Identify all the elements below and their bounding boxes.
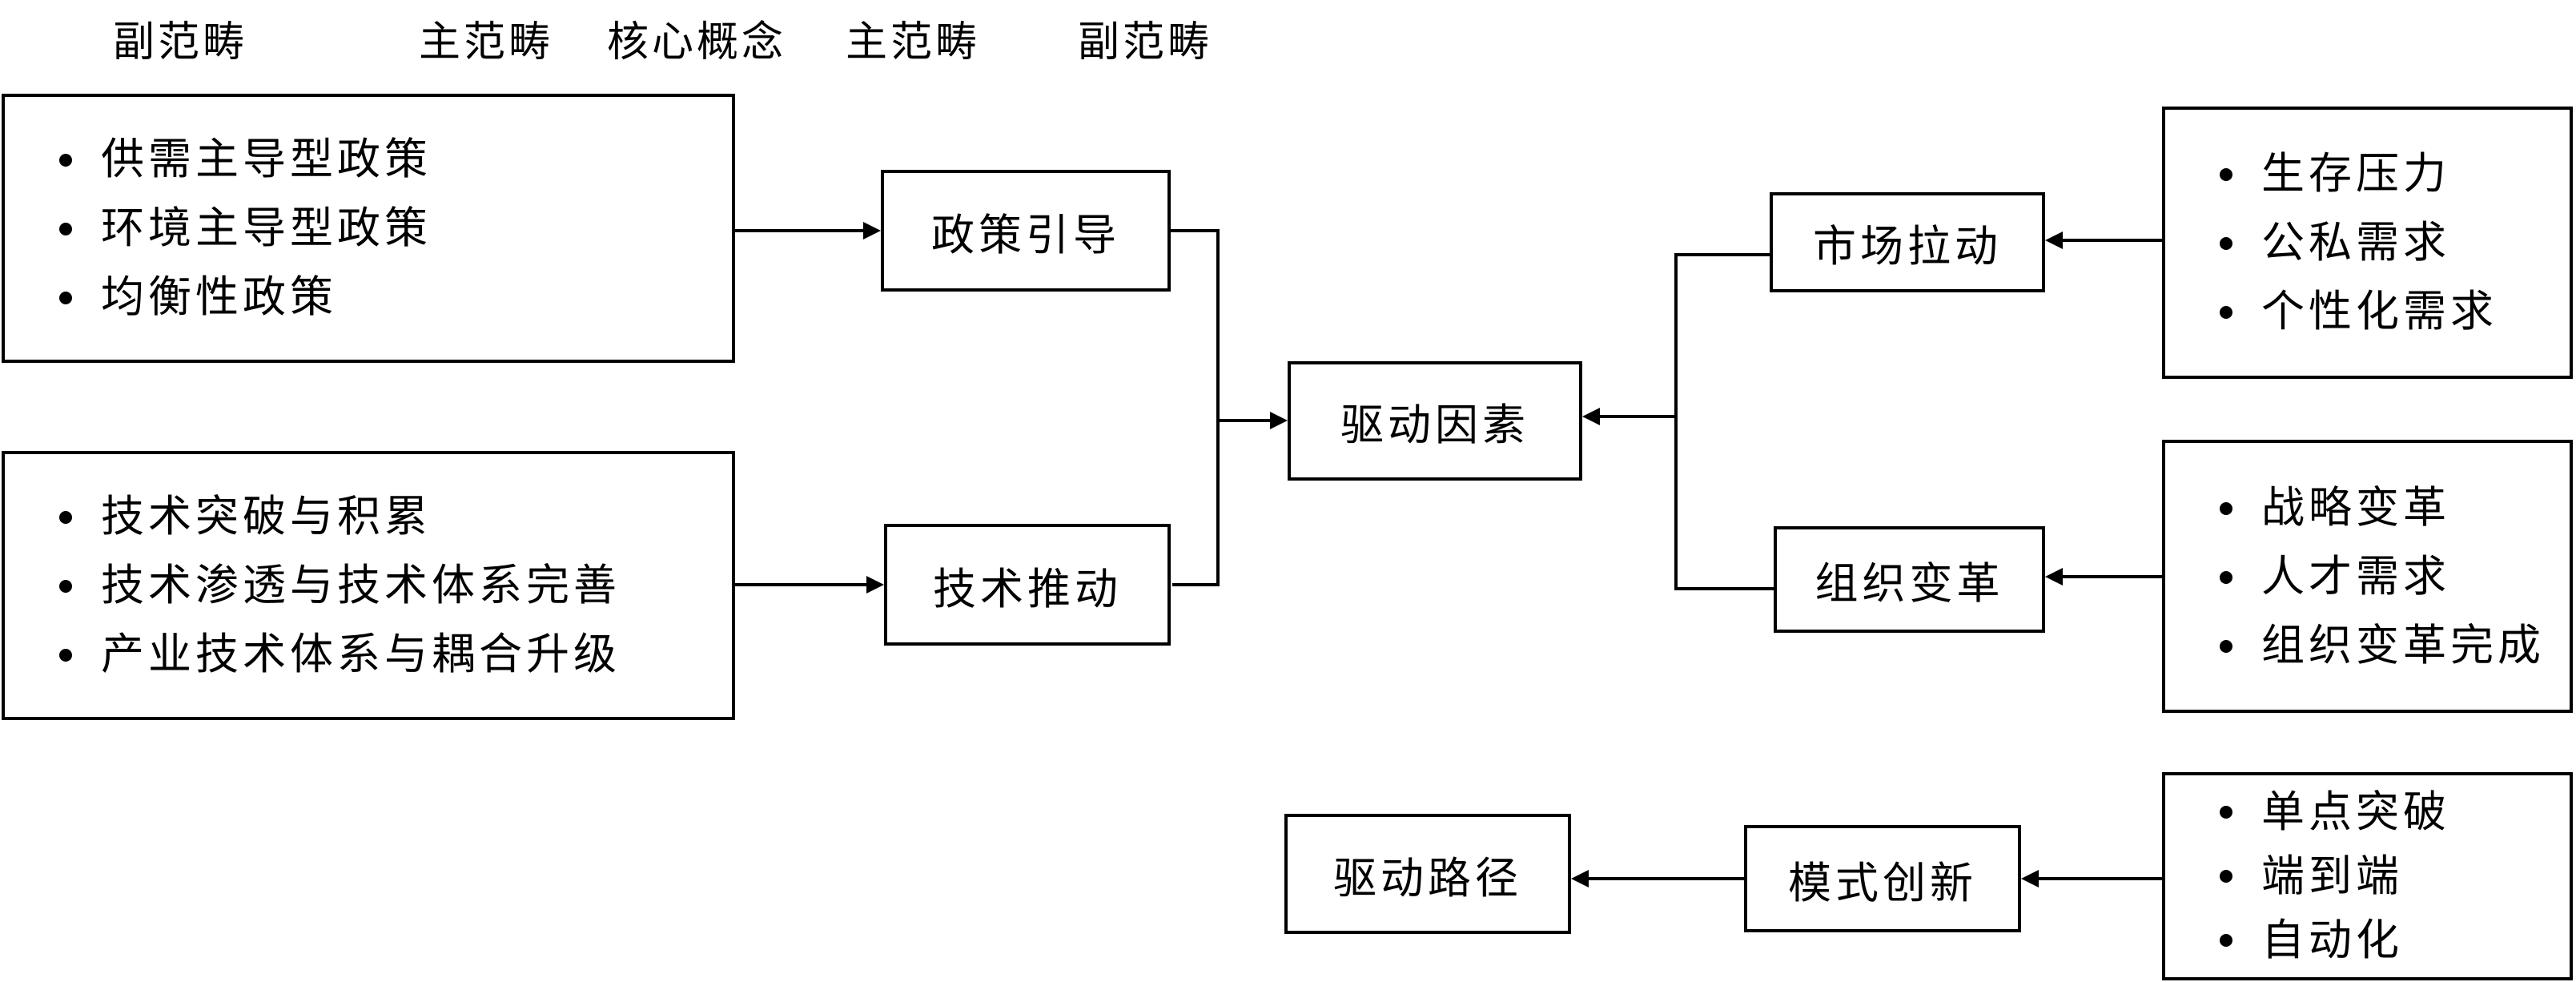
policy-guidance-box: 政策引导 [881,170,1171,292]
arrowhead-mode [2021,870,2039,887]
list-item: 公私需求 [2205,208,2570,277]
tech-subcategory-box: 技术突破与积累 技术渗透与技术体系完善 产业技术体系与耦合升级 [2,451,735,720]
list-item: 技术突破与积累 [45,482,732,551]
bracket-left [1171,229,1220,586]
list-item: 组织变革完成 [2205,611,2570,680]
list-item: 自动化 [2205,908,2570,972]
list-item: 人才需求 [2205,542,2570,611]
org-subcategory-box: 战略变革 人才需求 组织变革完成 [2162,440,2573,713]
header-sub-category-right: 副范畴 [1077,18,1213,66]
bracket-right [1674,253,1774,590]
list-item: 供需主导型政策 [45,125,732,194]
list-item: 环境主导型政策 [45,194,732,263]
market-pull-box: 市场拉动 [1770,192,2045,292]
arrowhead-org [2045,568,2063,586]
org-subcategory-list: 战略变革 人才需求 组织变革完成 [2205,473,2570,680]
driving-path-box: 驱动路径 [1284,814,1571,934]
arrowhead-drivers-right [1582,408,1600,425]
mode-innovation-box: 模式创新 [1744,825,2021,932]
policy-subcategory-list: 供需主导型政策 环境主导型政策 均衡性政策 [45,125,732,332]
arrowhead-path [1571,870,1589,887]
header-core-concept: 核心概念 [606,18,787,66]
list-item: 均衡性政策 [45,263,732,332]
arrowhead-market [2045,231,2063,249]
mode-subcategory-box: 单点突破 端到端 自动化 [2162,772,2573,980]
header-main-category-right: 主范畴 [845,18,981,66]
arrowhead-policy [863,222,881,239]
policy-subcategory-box: 供需主导型政策 环境主导型政策 均衡性政策 [2,94,735,363]
header-main-category-left: 主范畴 [418,18,554,66]
list-item: 技术渗透与技术体系完善 [45,551,732,620]
tech-subcategory-list: 技术突破与积累 技术渗透与技术体系完善 产业技术体系与耦合升级 [45,482,732,689]
list-item: 个性化需求 [2205,277,2570,346]
arrowhead-tech [866,576,884,594]
market-subcategory-list: 生存压力 公私需求 个性化需求 [2205,139,2570,346]
header-sub-category-left: 副范畴 [112,18,248,66]
list-item: 产业技术体系与耦合升级 [45,620,732,689]
list-item: 单点突破 [2205,780,2570,844]
organizational-change-box: 组织变革 [1774,526,2045,633]
list-item: 端到端 [2205,844,2570,908]
tech-push-box: 技术推动 [884,524,1171,646]
list-item: 生存压力 [2205,139,2570,208]
arrowhead-drivers-left [1270,412,1288,429]
list-item: 战略变革 [2205,473,2570,542]
market-subcategory-box: 生存压力 公私需求 个性化需求 [2162,107,2573,379]
mode-subcategory-list: 单点突破 端到端 自动化 [2205,780,2570,972]
driving-factors-box: 驱动因素 [1288,361,1582,481]
